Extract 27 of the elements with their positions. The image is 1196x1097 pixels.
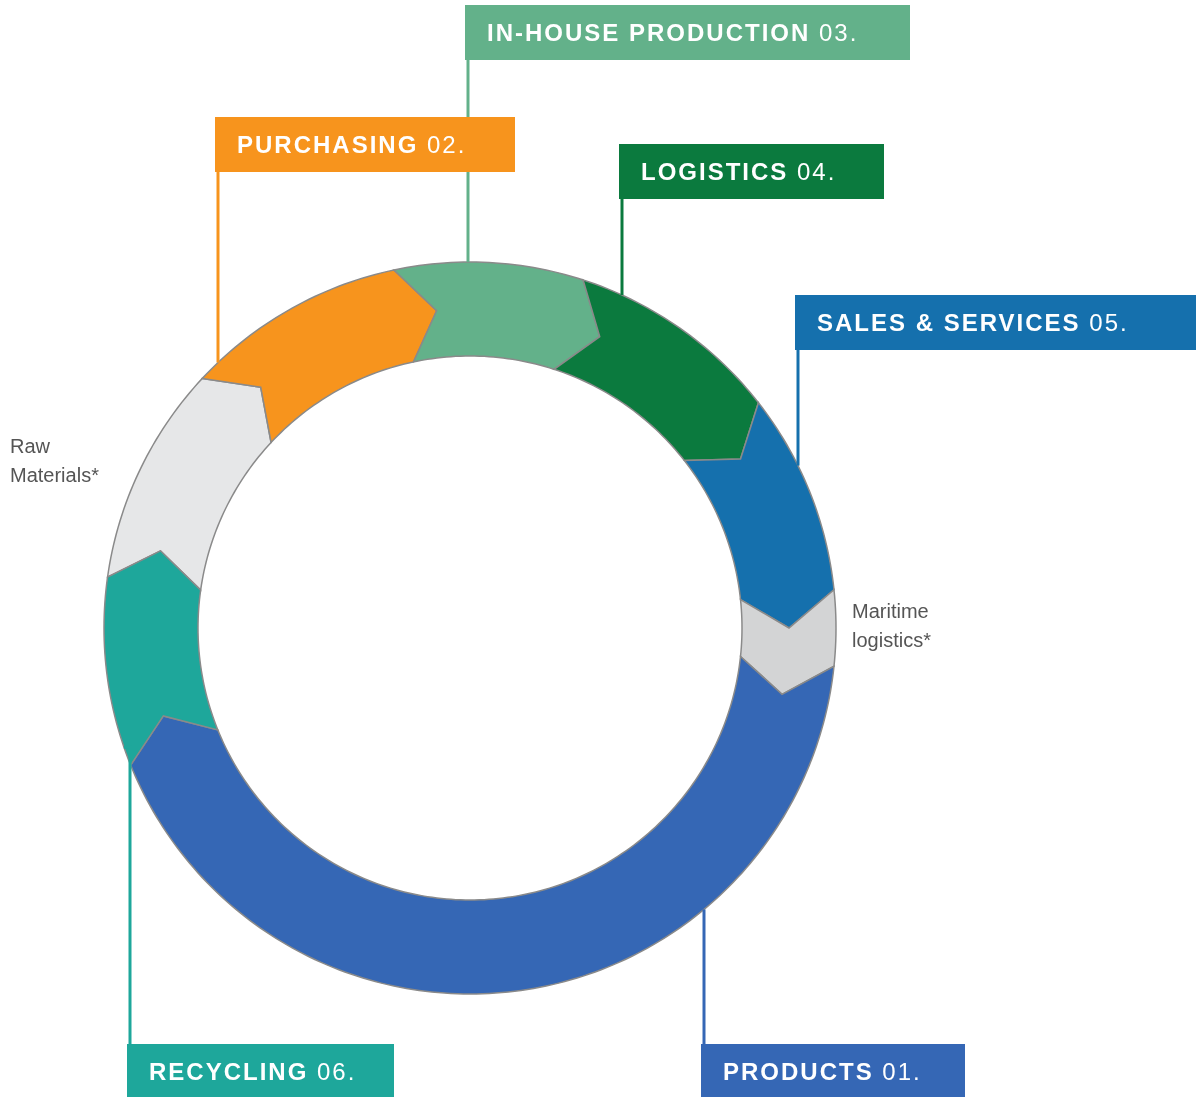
leader-line — [796, 350, 800, 466]
arrow-segment — [739, 588, 837, 696]
banner-text: PRODUCTS 01. — [723, 1057, 922, 1086]
arrow-segment — [553, 278, 760, 462]
side-label: Maritime logistics* — [852, 599, 932, 653]
side-label: Raw Materials* — [10, 434, 100, 488]
label-banner — [795, 295, 1196, 350]
leader-line — [216, 172, 220, 363]
arrow-segment — [106, 377, 272, 591]
label-banner — [215, 117, 515, 172]
arrow-segment — [683, 401, 835, 629]
label-banner — [465, 5, 910, 60]
banner-text: LOGISTICS 04. — [641, 157, 837, 186]
banner-text: RECYCLING 06. — [149, 1057, 357, 1086]
banner-text: IN-HOUSE PRODUCTION 03. — [487, 18, 859, 47]
arrow-segment — [129, 655, 835, 995]
label-banner — [701, 1044, 965, 1097]
arrow-segment — [103, 549, 219, 767]
arrow-segment — [200, 269, 438, 444]
label-banner — [127, 1044, 394, 1097]
arrow-segment — [392, 261, 601, 371]
leader-line — [123, 745, 132, 1044]
banner-text: PURCHASING 02. — [237, 130, 467, 159]
leader-line — [702, 909, 706, 1044]
leader-line — [620, 199, 624, 296]
label-banner — [619, 144, 884, 199]
banner-text: SALES & SERVICES 05. — [817, 308, 1129, 337]
